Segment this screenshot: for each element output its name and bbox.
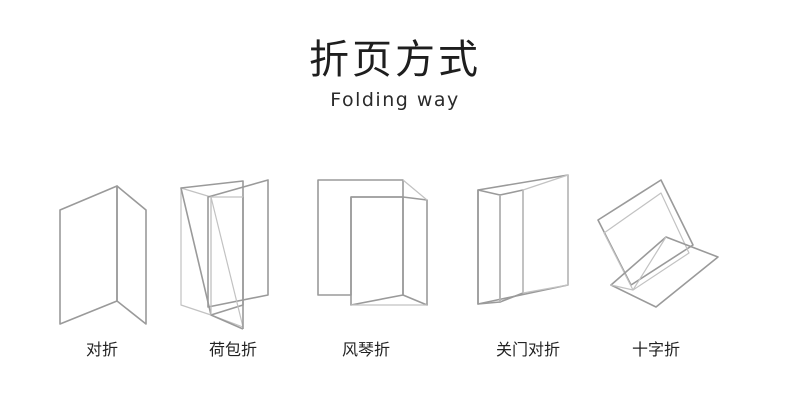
fold-item-bi-fold: 对折	[27, 175, 177, 375]
fold-item-accordion-fold: 风琴折	[291, 175, 441, 375]
cross-fold-icon	[597, 179, 719, 308]
page-subtitle: Folding way	[330, 89, 460, 111]
fold-item-cross-fold: 十字折	[581, 175, 731, 375]
fold-label-roll-fold: 荷包折	[208, 340, 257, 359]
fold-label-gate-fold: 关门对折	[495, 340, 560, 359]
bi-fold-icon	[59, 185, 147, 325]
fold-label-cross-fold: 十字折	[631, 340, 680, 359]
fold-item-roll-fold: 荷包折	[158, 175, 308, 375]
accordion-fold-icon	[317, 179, 428, 306]
fold-label-accordion-fold: 风琴折	[341, 340, 390, 359]
roll-fold-icon	[180, 179, 269, 330]
fold-label-bi-fold: 对折	[85, 340, 118, 359]
fold-item-gate-fold: 关门对折	[453, 174, 603, 375]
gate-fold-icon	[477, 174, 569, 305]
page-title: 折页方式	[309, 37, 481, 83]
